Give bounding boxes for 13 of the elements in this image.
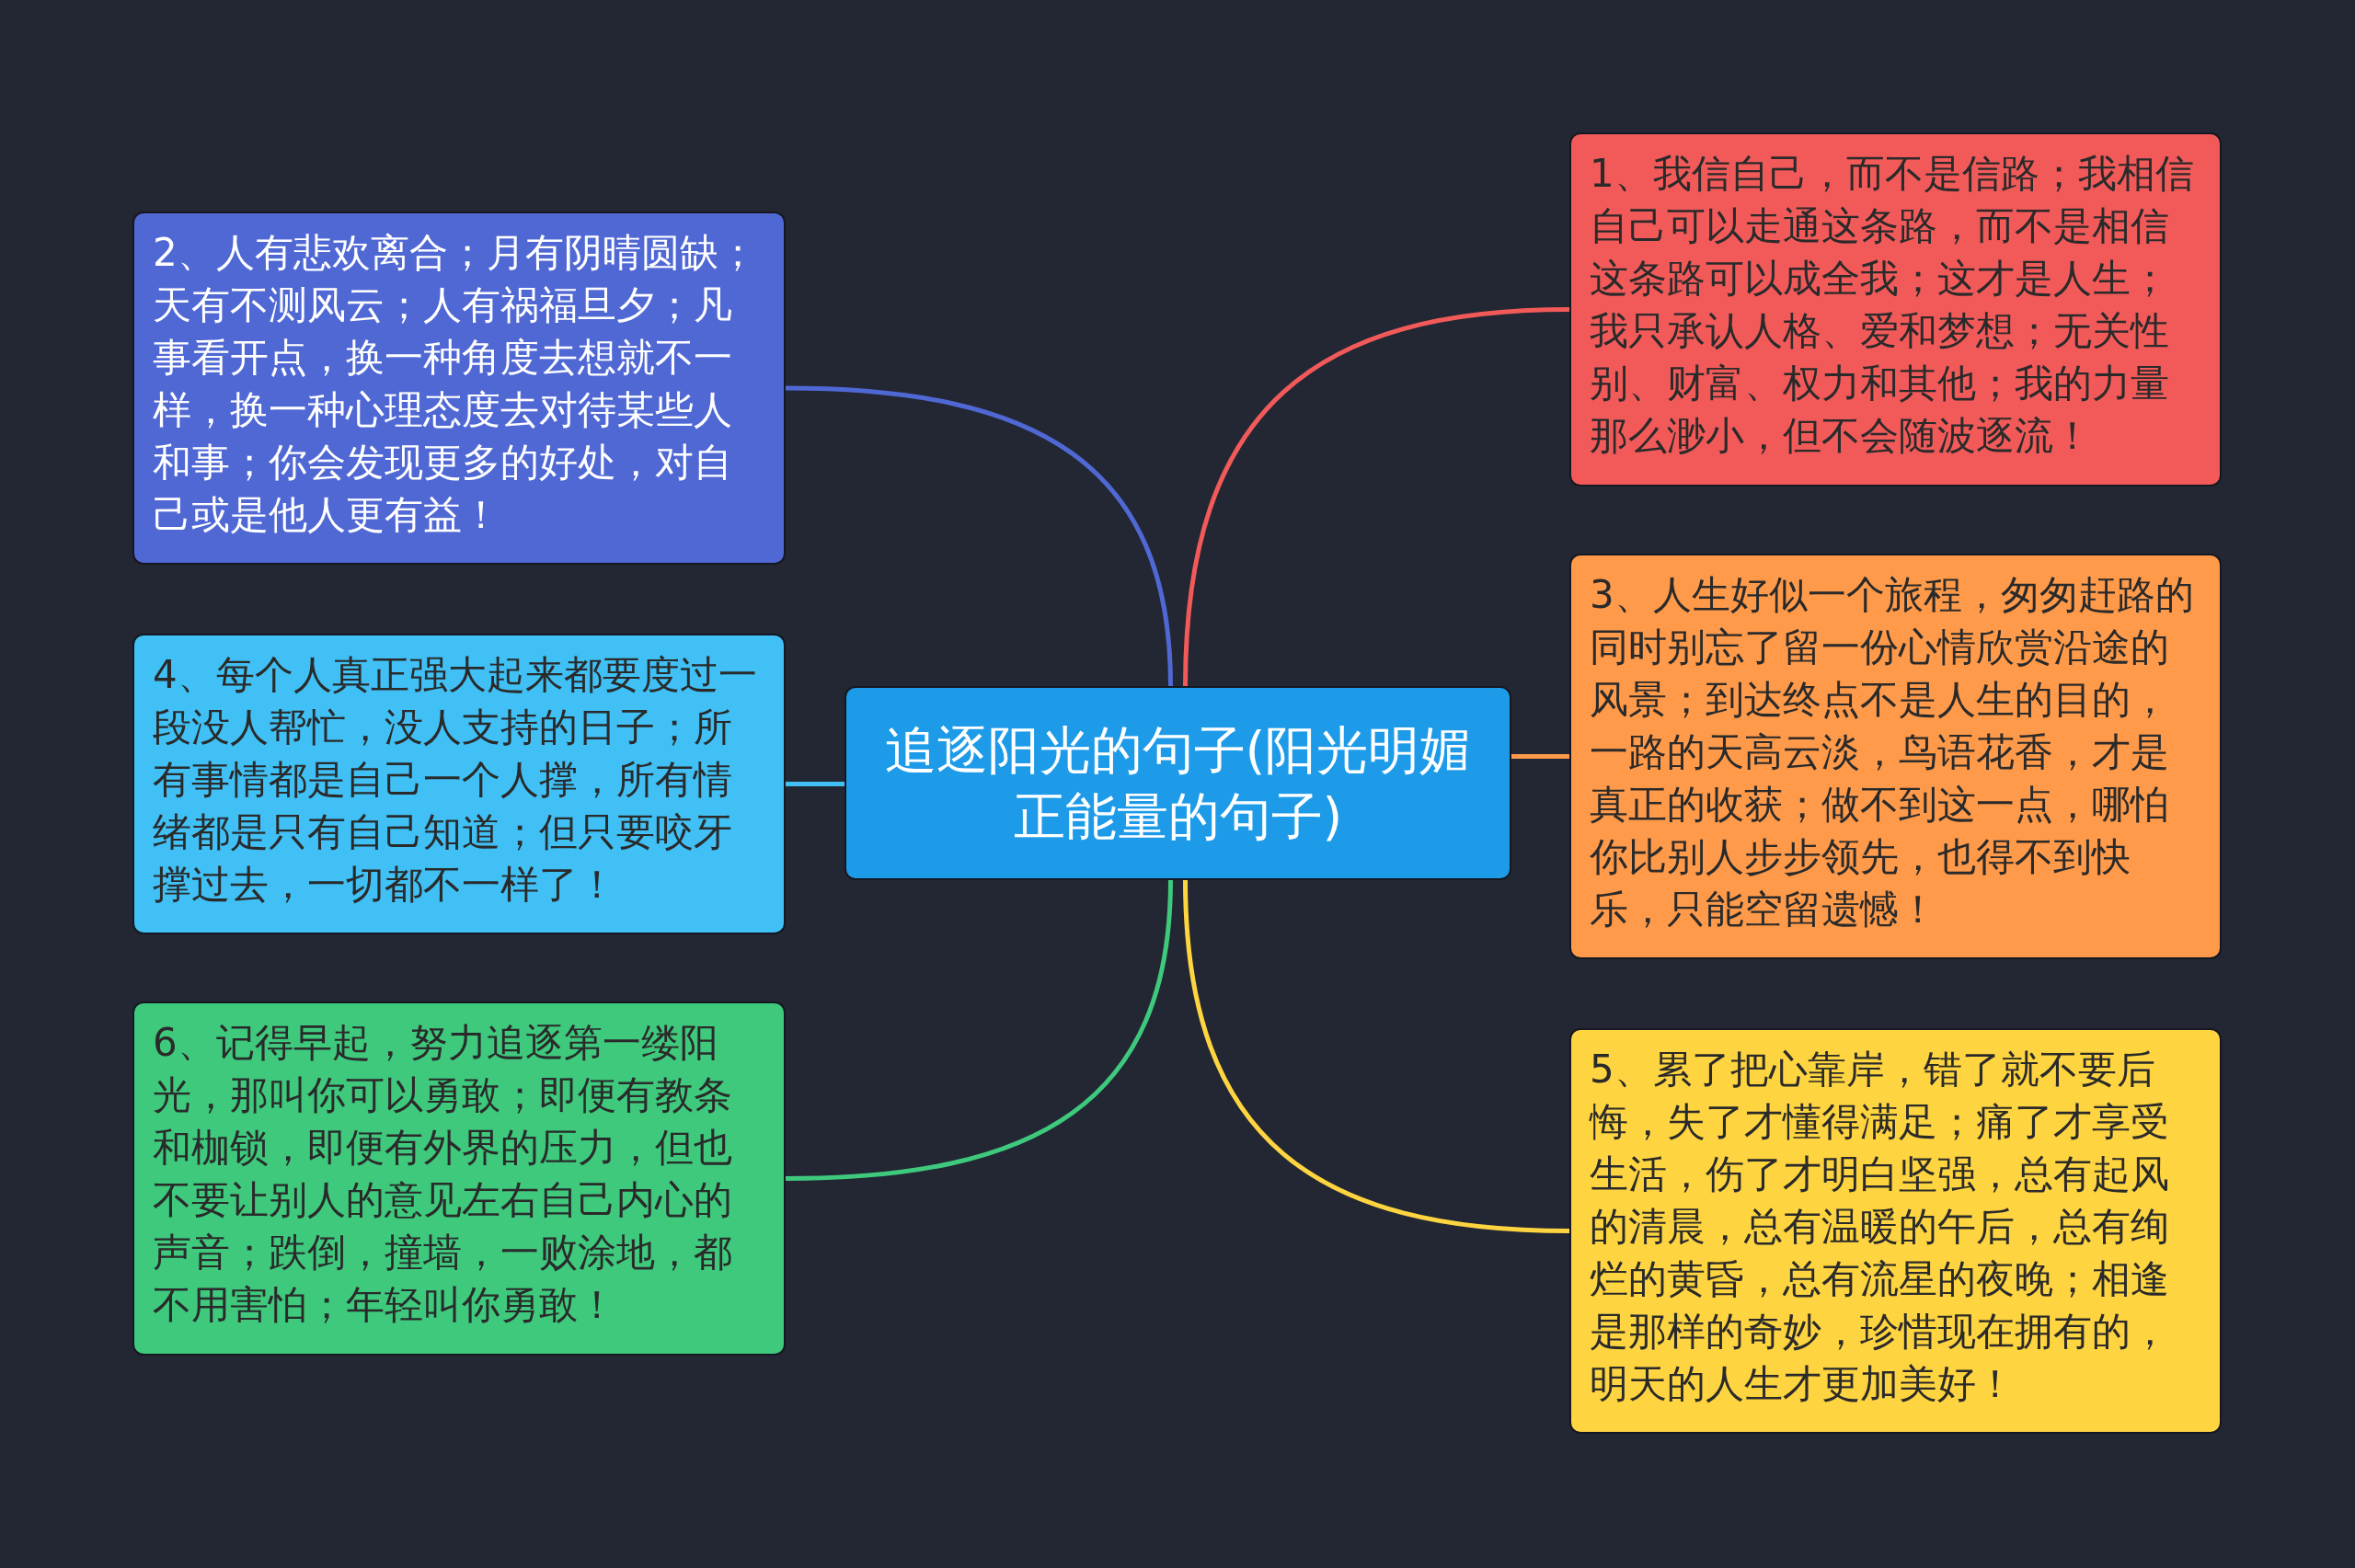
connector-line (785, 385, 1173, 687)
connector-line (785, 879, 1173, 1181)
text-box: 4、每个人真正强大起来都要度过一段没人帮忙，没人支持的日子；所有事情都是自己一个人撑，所有情绪都是只有自己知道；但只要咬牙撑过去，一切都不一样了！ (132, 634, 786, 934)
connector-line (1183, 879, 1570, 1233)
topic-box: 追逐阳光的句子(阳光明媚正能量的句子) (844, 686, 1511, 880)
text-box: 5、累了把心靠岸，错了就不要后悔，失了才懂得满足；痛了才享受生活，伤了才明白坚强，总有起风的清晨，总有温暖的午后，总有绚烂的黄昏，总有流星的夜晚；相逢是那样的奇妙，珍惜现在拥有的，明天的人生才更加美好！ (1569, 1028, 2222, 1434)
text-box: 1、我信自己，而不是信路；我相信自己可以走通这条路，而不是相信这条路可以成全我；这才是人生；我只承认人格、爱和梦想；无关性别、财富、权力和其他；我的力量那么渺小，但不会随波逐流！ (1569, 132, 2222, 486)
text-box: 6、记得早起，努力追逐第一缕阳光，那叫你可以勇敢；即便有教条和枷锁，即便有外界的压力，但也不要让别人的意见左右自己内心的声音；跌倒，撞墙，一败涂地，都不用害怕；年轻叫你勇敢！ (132, 1001, 786, 1356)
text-box: 3、人生好似一个旅程，匆匆赶路的同时别忘了留一份心情欣赏沿途的风景；到达终点不是人生的目的，一路的天高云淡，鸟语花香，才是真正的收获；做不到这一点，哪怕你比别人步步领先，也得不到快乐，只能空留遗憾！ (1569, 554, 2222, 959)
connector-line (1183, 307, 1570, 687)
connector-line (786, 782, 844, 786)
connector-line (1511, 754, 1569, 759)
text-box: 2、人有悲欢离合；月有阴晴圆缺；天有不测风云；人有祸福旦夕；凡事看开点，换一种角度去想就不一样，换一种心理态度去对待某些人和事；你会发现更多的好处，对自己或是他人更有益！ (132, 212, 786, 565)
